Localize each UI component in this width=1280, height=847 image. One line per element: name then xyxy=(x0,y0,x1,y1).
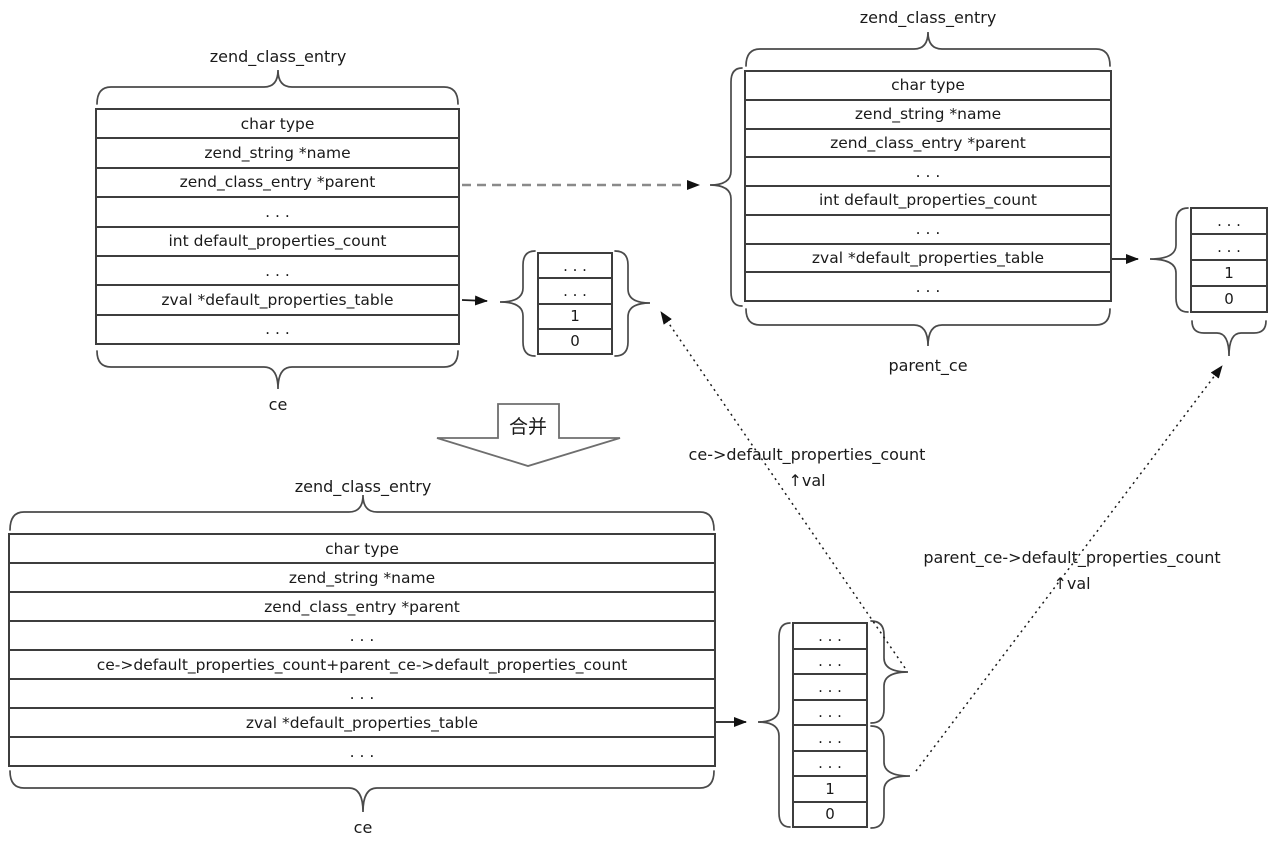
table-row: . . . xyxy=(746,156,1110,185)
brace-under-parent-array xyxy=(1191,320,1267,357)
table-row: char type xyxy=(240,114,315,133)
annotation-parent-ce-count-line1: parent_ce->default_properties_count xyxy=(923,548,1221,567)
table-row: zend_string *name xyxy=(746,98,1110,128)
brace-over-top-right-table xyxy=(745,31,1111,67)
bottom-table-title: zend_class_entry xyxy=(294,477,432,496)
brace-over-top-left-table xyxy=(96,69,459,105)
table-row: zend_class_entry *parent xyxy=(10,591,714,620)
array-cell: . . . xyxy=(818,626,842,645)
top-right-table-parent-ce: char type zend_string *name zend_class_e… xyxy=(744,70,1112,302)
brace-right-upper-merged-array xyxy=(870,620,909,724)
brace-under-bottom-table xyxy=(9,770,715,813)
table-row: ce->default_properties_count+parent_ce->… xyxy=(10,649,714,678)
table-row: . . . xyxy=(10,678,714,707)
parent-ce-properties-array: . . . . . . 1 0 xyxy=(1190,207,1268,313)
brace-over-bottom-table xyxy=(9,494,715,531)
annotation-parent-ce-count: parent_ce->default_properties_count ↑val xyxy=(892,545,1252,597)
table-row: char type xyxy=(325,539,399,558)
array-cell: 0 xyxy=(1192,285,1266,311)
table-row: zend_class_entry *parent xyxy=(746,127,1110,157)
annotation-ce-count: ce->default_properties_count ↑val xyxy=(627,442,987,494)
array-cell: 1 xyxy=(794,775,866,801)
brace-under-top-right-table xyxy=(745,308,1111,347)
array-cell: . . . xyxy=(794,647,866,674)
bottom-table-caption: ce xyxy=(353,818,373,837)
merged-properties-array: . . . . . . . . . . . . . . . . . . 1 0 xyxy=(792,622,868,828)
brace-left-merged-array xyxy=(757,622,791,828)
table-row: zend_string *name xyxy=(10,562,714,591)
array-cell: . . . xyxy=(794,698,866,725)
top-left-table-title: zend_class_entry xyxy=(209,47,347,66)
array-cell: 1 xyxy=(1192,259,1266,285)
table-row: zval *default_properties_table xyxy=(97,284,458,313)
table-row: zval *default_properties_table xyxy=(10,707,714,736)
array-cell: . . . xyxy=(1192,233,1266,259)
brace-right-ce-array xyxy=(614,250,651,357)
table-row: zval *default_properties_table xyxy=(746,242,1110,272)
table-row: . . . xyxy=(97,254,458,284)
array-cell: 0 xyxy=(794,800,866,827)
array-cell: . . . xyxy=(794,724,866,750)
ce-properties-array: . . . . . . 1 0 xyxy=(537,252,613,355)
table-row: . . . xyxy=(10,620,714,649)
table-row: int default_properties_count xyxy=(97,225,458,255)
table-row: . . . xyxy=(97,196,458,225)
table-row: . . . xyxy=(746,213,1110,243)
array-cell: . . . xyxy=(563,256,587,275)
top-right-table-caption: parent_ce xyxy=(888,356,968,375)
merge-arrow-label: 合并 xyxy=(508,416,547,438)
array-cell: . . . xyxy=(794,749,866,776)
bottom-table-merged-ce: char type zend_string *name zend_class_e… xyxy=(8,533,716,767)
top-left-table-caption: ce xyxy=(268,395,288,414)
table-row: . . . xyxy=(10,736,714,765)
brace-under-top-left-table xyxy=(96,350,459,390)
annotation-ce-count-line1: ce->default_properties_count xyxy=(688,445,926,464)
array-cell: . . . xyxy=(539,277,611,302)
top-right-table-title: zend_class_entry xyxy=(859,8,997,27)
table-row: int default_properties_count xyxy=(746,185,1110,214)
brace-left-parent-array xyxy=(1149,207,1189,313)
table-row: . . . xyxy=(746,271,1110,300)
array-cell: 1 xyxy=(539,302,611,328)
arrow-ce-table-pointer xyxy=(461,295,488,306)
array-cell: 0 xyxy=(539,327,611,353)
top-left-table-ce: char type zend_string *name zend_class_e… xyxy=(95,108,460,345)
annotation-parent-ce-count-line2: ↑val xyxy=(1053,574,1091,593)
array-cell: . . . xyxy=(794,673,866,699)
array-cell: . . . xyxy=(1217,212,1241,230)
table-row: . . . xyxy=(97,313,458,343)
table-row: char type xyxy=(891,76,965,95)
brace-left-ce-array xyxy=(499,250,536,357)
annotation-ce-count-line2: ↑val xyxy=(788,471,826,490)
brace-right-lower-merged-array xyxy=(870,725,911,829)
table-row: zend_class_entry *parent xyxy=(97,166,458,196)
table-row: zend_string *name xyxy=(97,137,458,166)
brace-left-top-right-table xyxy=(709,67,743,307)
